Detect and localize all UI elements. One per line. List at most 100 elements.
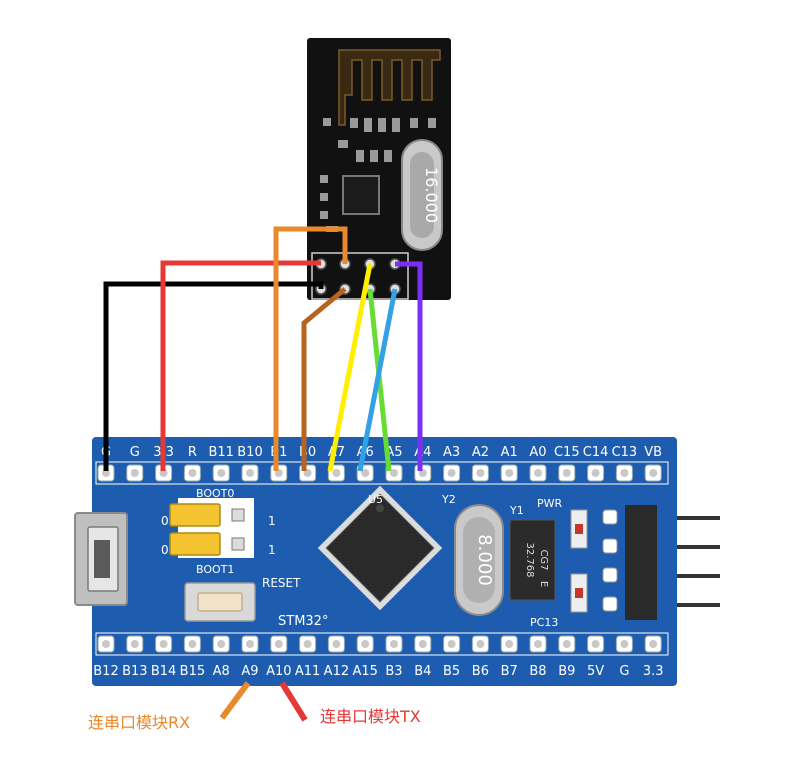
y1-label: Y1 xyxy=(509,504,524,517)
bottom-pin-hole xyxy=(390,640,398,648)
top-pin-hole xyxy=(620,469,629,477)
annotations: 连串口模块RX 连串口模块TX xyxy=(88,681,421,732)
top-pin-label: R xyxy=(188,445,197,460)
bottom-pin-hole xyxy=(246,640,254,648)
bottom-pin-label: A11 xyxy=(295,664,320,679)
bottom-pin-hole xyxy=(217,640,226,648)
top-pin-hole xyxy=(130,469,139,477)
top-pin-hole xyxy=(188,469,197,477)
top-pin-hole xyxy=(246,469,254,477)
bottom-pin-label: A15 xyxy=(352,664,377,679)
wire-vcc xyxy=(160,260,321,471)
boot-jumpers: BOOT0 BOOT1 0 0 1 1 xyxy=(161,487,276,576)
top-pin-label: C13 xyxy=(612,445,638,460)
top-pin-hole xyxy=(390,469,398,477)
wire-ce xyxy=(273,226,348,471)
top-pin-hole xyxy=(447,469,456,477)
bottom-pin-label: B9 xyxy=(558,664,575,679)
wires xyxy=(103,226,423,472)
crystal-32k-label-3: E xyxy=(538,581,549,587)
wire-irq xyxy=(395,261,423,471)
bottom-pin-hole xyxy=(534,640,542,648)
top-pin-label: A2 xyxy=(472,445,489,460)
bottom-pin-label: B4 xyxy=(414,664,431,679)
pc13-label: PC13 xyxy=(530,616,558,629)
jumper-zero-bottom: 0 xyxy=(161,543,169,557)
top-pin-hole xyxy=(217,469,226,477)
wire-csn xyxy=(301,287,347,471)
bottom-pin-hole xyxy=(447,640,456,648)
bottom-pin-hole xyxy=(591,640,600,648)
bottom-pin-label: B15 xyxy=(180,664,205,679)
boot0-label: BOOT0 xyxy=(196,487,234,500)
boot1-label: BOOT1 xyxy=(196,563,234,576)
top-pin-label: A4 xyxy=(414,445,431,460)
bottom-pin-label: A9 xyxy=(241,664,258,679)
jumper-one-top: 1 xyxy=(268,514,276,528)
micro-usb-port xyxy=(74,512,128,606)
rx-annotation: 连串口模块RX xyxy=(88,713,190,732)
top-pin-hole xyxy=(332,469,341,477)
nrf-crystal-label: 16.000 xyxy=(422,167,441,223)
top-pin-label: B11 xyxy=(208,445,233,460)
bottom-pin-hole xyxy=(303,640,312,648)
top-pin-label: A0 xyxy=(529,445,546,460)
bottom-pin-hole xyxy=(159,640,168,648)
top-pin-hole xyxy=(476,469,485,477)
bottom-pin-label: B12 xyxy=(93,664,118,679)
bottom-pin-label: B5 xyxy=(443,664,460,679)
crystal-32k-label-2: CG7 xyxy=(538,549,549,570)
bottom-pin-hole xyxy=(649,640,658,648)
bottom-pin-label: B13 xyxy=(122,664,147,679)
bottom-pin-label: A8 xyxy=(213,664,230,679)
bottom-pin-label: A10 xyxy=(266,664,291,679)
bottom-pin-hole xyxy=(505,640,514,648)
stm32-model-label: STM32° xyxy=(278,614,328,629)
bottom-pin-hole xyxy=(476,640,485,648)
jumper-zero-top: 0 xyxy=(161,514,169,528)
bottom-pin-hole xyxy=(102,640,110,648)
bottom-pin-label: 3.3 xyxy=(643,664,664,679)
bottom-pin-label: A12 xyxy=(324,664,349,679)
top-pin-hole xyxy=(562,469,571,477)
u5-label: U5 xyxy=(368,493,383,506)
crystal-32k-label-1: 32.768 xyxy=(524,543,535,578)
top-pin-label: B1 xyxy=(270,445,287,460)
top-pin-hole xyxy=(649,469,658,477)
top-pin-label: G xyxy=(130,445,140,460)
reset-label: RESET xyxy=(262,576,301,590)
bottom-pin-label: B14 xyxy=(151,664,176,679)
reset-button: RESET xyxy=(184,576,301,622)
bottom-pin-hole xyxy=(361,640,370,648)
rx-arrow xyxy=(219,681,251,720)
top-pin-label: VB xyxy=(644,445,662,460)
top-pin-label: B10 xyxy=(237,445,262,460)
boot1-jumper xyxy=(169,532,221,556)
swd-header-body xyxy=(625,505,657,620)
bottom-pin-hole xyxy=(130,640,139,648)
leds: PWR PC13 xyxy=(530,497,588,629)
bottom-pin-hole xyxy=(188,640,197,648)
bottom-pin-hole xyxy=(562,640,571,648)
bottom-pin-label: B6 xyxy=(472,664,489,679)
crystal-8mhz-label: 8.000 xyxy=(474,534,495,586)
top-pin-hole xyxy=(534,469,542,477)
wire-sck xyxy=(357,288,398,472)
top-pin-label: A3 xyxy=(443,445,460,460)
bottom-pin-row-outline xyxy=(95,632,669,656)
top-pin-hole xyxy=(505,469,514,477)
nrf-antenna-trace xyxy=(338,49,441,126)
stm32-mcu: U5 STM32° xyxy=(278,485,443,629)
y2-label: Y2 xyxy=(441,493,456,506)
jumper-one-bottom: 1 xyxy=(268,543,276,557)
bottom-pin-label: B7 xyxy=(501,664,518,679)
nrf-header-outline xyxy=(311,252,409,300)
bottom-pin-hole xyxy=(418,640,427,648)
nrf-smd-components xyxy=(320,118,436,232)
wire-mosi xyxy=(327,263,373,472)
top-pin-hole xyxy=(591,469,600,477)
